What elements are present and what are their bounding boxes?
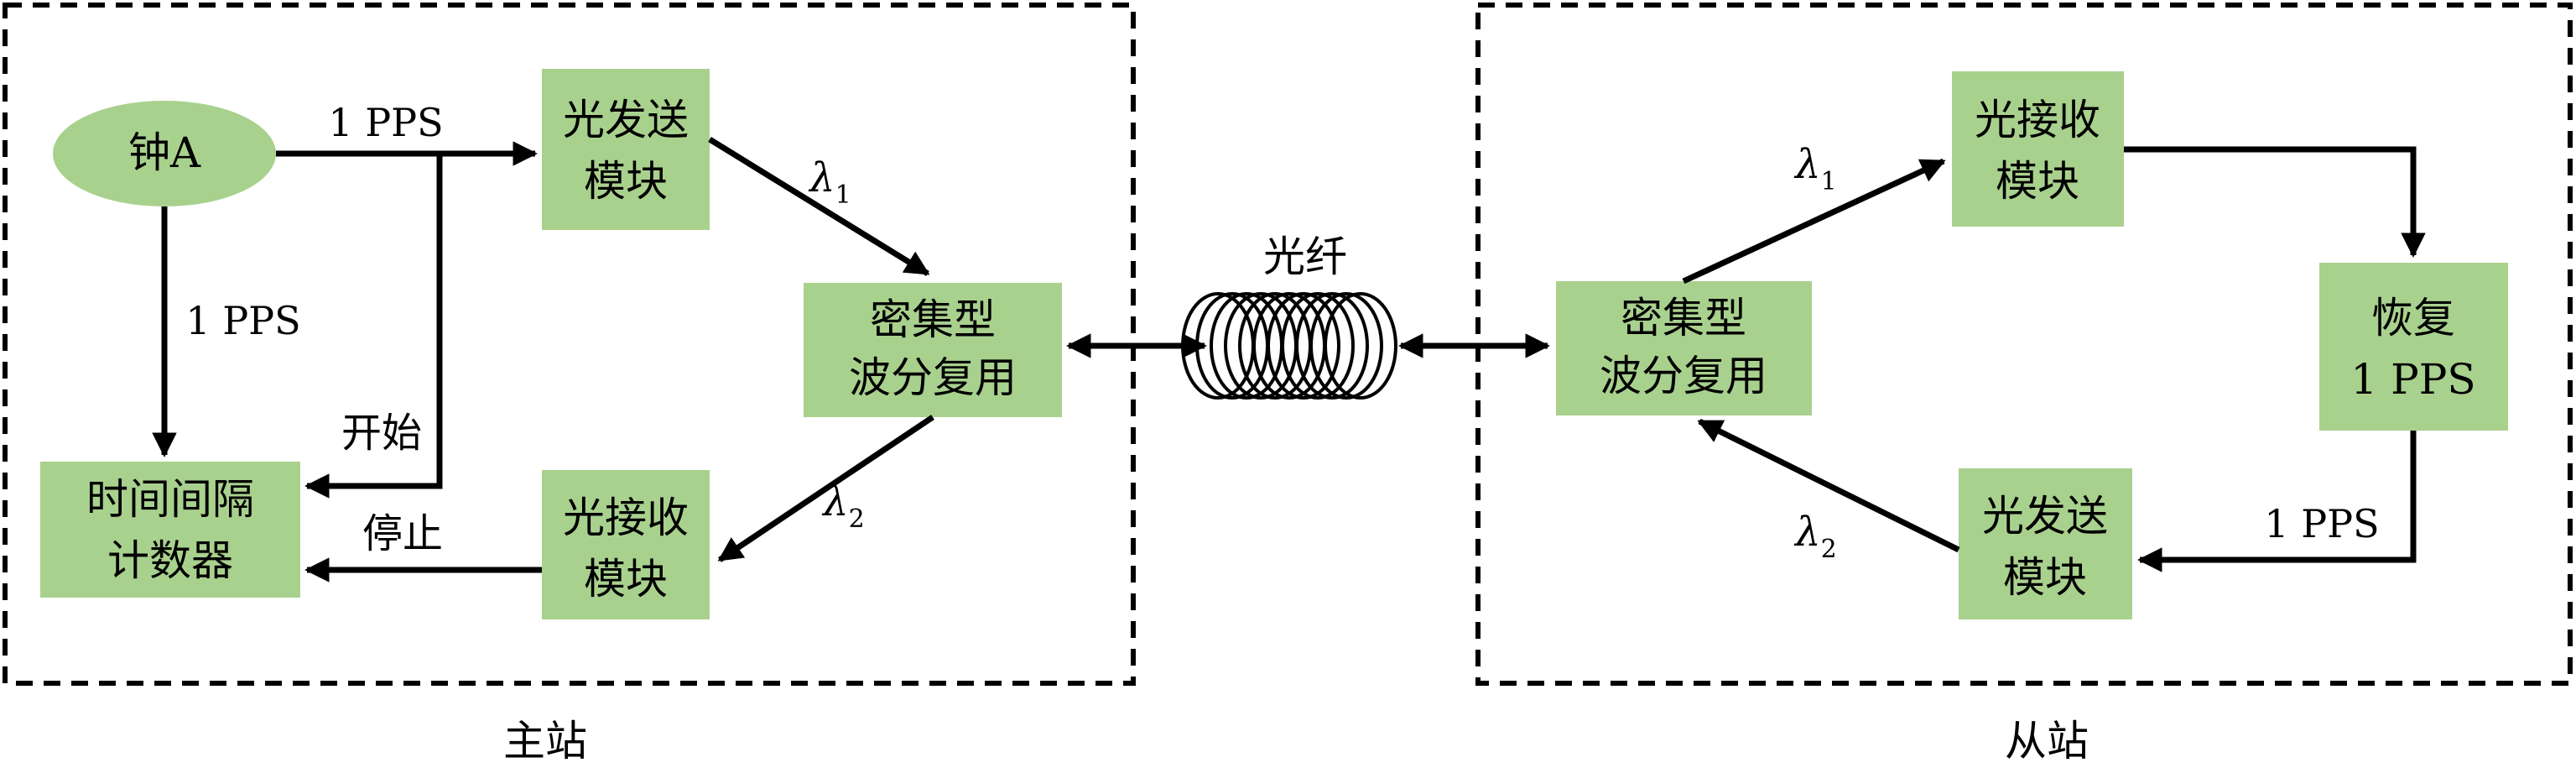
time-interval-counter — [40, 462, 300, 598]
start-label: 开始 — [341, 410, 422, 457]
master-dwdm-line1: 密集型 — [870, 295, 996, 344]
master-lambda2: λ2 — [821, 478, 865, 534]
counter-line2: 计数器 — [107, 536, 233, 585]
recover-line1: 恢复 — [2371, 294, 2455, 342]
arrow-dwdm-to-rx — [717, 415, 934, 562]
master-lambda1: λ1 — [808, 154, 851, 210]
fiber-coil-loop — [1309, 292, 1383, 400]
master-rx-line2: 模块 — [584, 555, 668, 603]
master-rx-line1: 光接收 — [563, 494, 689, 542]
stop-label: 停止 — [362, 510, 443, 557]
recover-pps-module — [2319, 263, 2508, 431]
fiber-label: 光纤 — [1263, 232, 1347, 281]
counter-line1: 时间间隔 — [86, 475, 254, 524]
slave-pps-label: 1 PPS — [2264, 501, 2379, 546]
clock-a-node — [53, 101, 276, 206]
slave-rx-line2: 模块 — [1996, 157, 2079, 206]
arrow-tx-to-dwdm — [708, 137, 930, 276]
slave-station-label: 从站 — [2005, 717, 2089, 765]
arrow-slave-rx-to-recover — [2124, 146, 2426, 258]
arrow-start-branch — [304, 154, 443, 499]
master-tx-line2: 模块 — [584, 157, 668, 206]
fiber-coil-loop — [1224, 292, 1298, 400]
pps-top-label: 1 PPS — [328, 100, 443, 145]
master-tx-line1: 光发送 — [563, 96, 689, 144]
master-dwdm-module — [804, 283, 1062, 417]
fiber-coil-loop — [1324, 292, 1397, 400]
fiber-coil-loop — [1281, 292, 1355, 400]
slave-tx-line1: 光发送 — [1982, 492, 2108, 541]
slave-tx-module — [1959, 468, 2132, 619]
fiber-coil-loop — [1252, 292, 1326, 400]
slave-rx-line1: 光接收 — [1975, 96, 2100, 144]
slave-lambda1: λ1 — [1793, 141, 1837, 196]
slave-dwdm-module — [1556, 281, 1812, 415]
slave-dwdm-line2: 波分复用 — [1600, 352, 1767, 400]
fiber-coil-loop — [1195, 292, 1269, 400]
recover-line2: 1 PPS — [2350, 355, 2475, 404]
master-dwdm-line2: 波分复用 — [849, 353, 1017, 402]
slave-tx-line2: 模块 — [2003, 553, 2087, 602]
pps-left-label: 1 PPS — [185, 298, 300, 343]
fiber-coil-loop — [1210, 292, 1283, 400]
master-station-label: 主站 — [503, 717, 587, 765]
slave-rx-module — [1952, 71, 2124, 227]
fiber-coil-loop — [1238, 292, 1312, 400]
arrow-dwdm-to-slave-rx — [1682, 158, 1946, 285]
fiber-coil-icon — [1181, 292, 1397, 400]
fiber-coil-loop — [1267, 292, 1340, 400]
arrow-recover-to-slave-tx — [2137, 431, 2417, 572]
slave-dwdm-line1: 密集型 — [1621, 294, 1746, 342]
arrow-slave-tx-to-dwdm — [1697, 418, 1960, 553]
fiber-coil-loop — [1295, 292, 1369, 400]
slave-lambda2: λ2 — [1793, 509, 1837, 564]
master-rx-module — [542, 470, 710, 619]
clock-a-label: 钟A — [128, 128, 201, 177]
master-tx-module — [542, 69, 710, 230]
